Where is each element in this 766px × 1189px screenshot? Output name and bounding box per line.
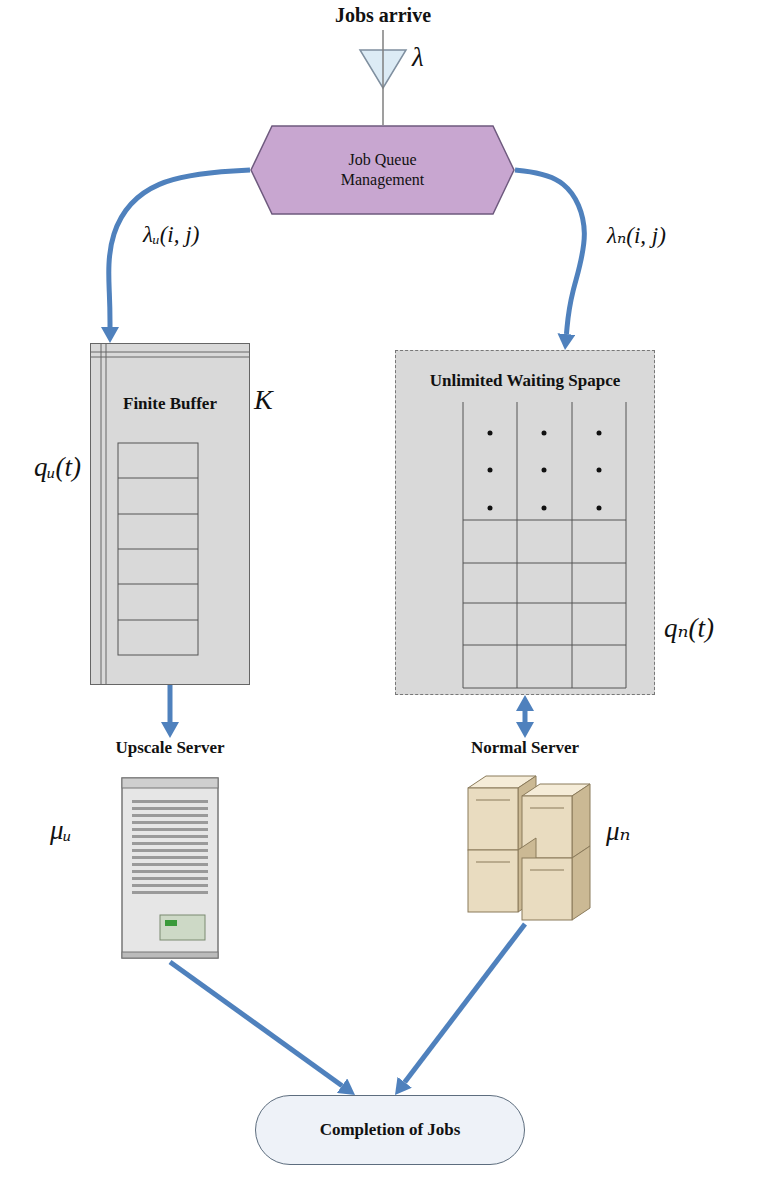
queue-column-line — [463, 402, 464, 688]
server-vent — [132, 814, 208, 817]
server-vent — [132, 821, 208, 824]
node-label: Job Queue Management — [323, 150, 443, 190]
server-vent — [132, 842, 208, 845]
flow-arrow — [168, 685, 173, 722]
buffer-slots — [118, 443, 198, 655]
ellipsis-dot — [488, 468, 493, 473]
waiting-queue-length: qₙ(t) — [664, 612, 714, 644]
queue-column-line — [572, 402, 573, 688]
buffer-header-line — [91, 357, 249, 358]
server-vent — [132, 891, 208, 894]
buffer-queue-length: qᵤ(t) — [34, 452, 81, 483]
server-block-side — [572, 846, 590, 920]
server-vent — [132, 884, 208, 887]
server-drive-line — [476, 800, 510, 801]
queue-slot-divider — [463, 603, 626, 604]
queue-slot-divider — [463, 645, 626, 646]
queue-slot-divider — [463, 520, 626, 521]
ellipsis-dot — [542, 468, 547, 473]
finite-buffer-box: Finite BufferK — [90, 343, 250, 685]
queue-column-line — [626, 402, 627, 688]
ellipsis-dot — [488, 506, 493, 511]
hexagon-outline — [250, 125, 515, 215]
server-block-top — [468, 776, 536, 788]
capacity-label: K — [254, 384, 273, 416]
queue-column-line — [517, 402, 518, 688]
server-block-front — [522, 858, 572, 920]
normal-service-rate: μₙ — [606, 815, 631, 847]
buffer-slot-divider — [118, 514, 198, 515]
server-block — [522, 846, 590, 920]
server-vent — [132, 863, 208, 866]
server-drive-line — [530, 808, 564, 809]
buffer-slot-divider — [118, 584, 198, 585]
server-block-side — [518, 838, 536, 912]
server-vent — [132, 828, 208, 831]
ellipsis-dot — [488, 431, 493, 436]
server-drive-line — [530, 870, 564, 871]
feed-line — [382, 30, 384, 125]
server-panel — [160, 915, 205, 940]
ellipsis-dot — [542, 506, 547, 511]
ellipsis-dot — [597, 506, 602, 511]
node-label: Completion of Jobs — [320, 1120, 461, 1140]
arrival-funnel — [360, 50, 406, 88]
queue-slot-divider — [463, 688, 626, 689]
server-block — [522, 784, 590, 858]
rate-label: λₙ(i, j) — [604, 222, 669, 249]
server-tower — [122, 778, 218, 958]
hexagon-shape — [251, 126, 514, 214]
server-vent — [132, 800, 208, 803]
node-label: Finite Buffer — [123, 394, 217, 414]
server-drive-line — [476, 862, 510, 863]
server-block-front — [522, 796, 572, 858]
buffer-header-line — [91, 352, 249, 353]
server-block-side — [572, 784, 590, 858]
node-label: Normal Server — [471, 738, 579, 758]
server-block-side — [518, 776, 536, 850]
server-vent — [132, 807, 208, 810]
server-block — [468, 776, 536, 850]
buffer-side-line — [106, 344, 107, 684]
flow-arrow — [405, 924, 525, 1082]
waiting-space-box: Unlimited Waiting Spapce — [395, 350, 655, 695]
ellipsis-dot — [597, 468, 602, 473]
flow-arrow — [170, 962, 342, 1086]
buffer-slot-divider — [118, 549, 198, 550]
flow-arrow — [523, 711, 528, 722]
server-vent — [132, 877, 208, 880]
upscale-service-rate: μᵤ — [50, 815, 71, 846]
server-base — [122, 952, 218, 958]
upscale-server: Upscale Server — [95, 738, 245, 962]
arrival-heading: Jobs arrive — [0, 4, 766, 27]
queue-manager-hexagon: Job Queue Management — [250, 125, 515, 215]
server-cap — [122, 778, 218, 788]
buffer-side-line — [101, 344, 102, 684]
queue-slot-divider — [463, 563, 626, 564]
server-vent — [132, 835, 208, 838]
ellipsis-dot — [542, 431, 547, 436]
server-vent — [132, 870, 208, 873]
node-label: Unlimited Waiting Spapce — [430, 371, 621, 391]
normal-server: Normal Server — [450, 738, 600, 924]
buffer-slot-divider — [118, 620, 198, 621]
completion-box: Completion of Jobs — [255, 1095, 525, 1165]
server-block — [468, 838, 536, 912]
server-block-top — [522, 784, 590, 796]
server-block-front — [468, 850, 518, 912]
server-vent — [132, 849, 208, 852]
rate-label: λᵤ(i, j) — [140, 222, 202, 248]
server-led — [165, 920, 177, 926]
flow-arrow — [515, 170, 584, 334]
node-label: Upscale Server — [115, 738, 224, 758]
server-block-front — [468, 788, 518, 850]
buffer-slot-divider — [118, 478, 198, 479]
arrival-rate: λ — [412, 42, 424, 73]
ellipsis-dot — [597, 431, 602, 436]
server-vent — [132, 856, 208, 859]
flow-arrow — [109, 170, 250, 327]
